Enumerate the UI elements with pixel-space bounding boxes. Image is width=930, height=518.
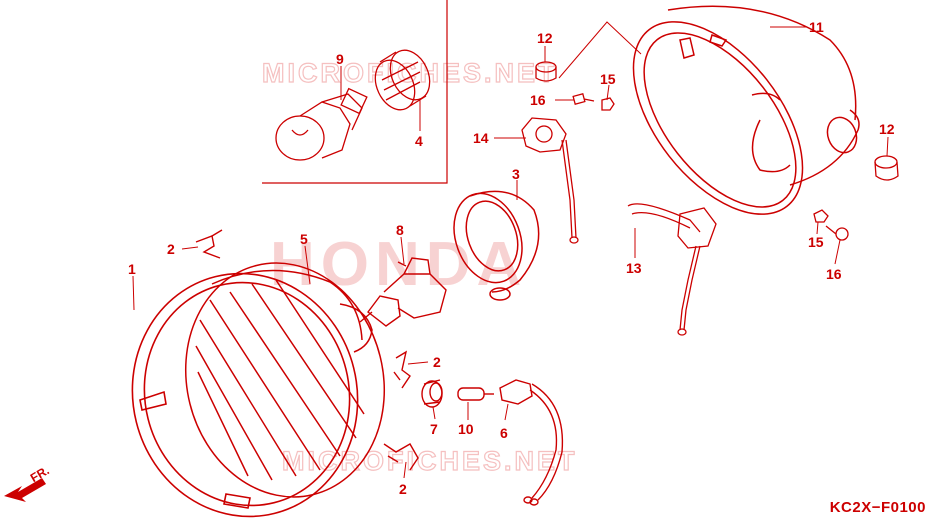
callout-14: 14 xyxy=(473,130,489,146)
callout-9: 9 xyxy=(336,51,344,67)
clip-part-2-upper xyxy=(195,229,223,259)
socket-part-4 xyxy=(374,49,431,111)
socket-wire-part-6 xyxy=(499,379,564,506)
headlight-bulb-part-8 xyxy=(359,257,447,327)
callout-2: 2 xyxy=(167,241,175,257)
clip-part-2-lower xyxy=(383,443,419,471)
front-direction-indicator: FR. xyxy=(4,463,52,502)
callout-1: 1 xyxy=(128,261,136,277)
leader-lines xyxy=(132,21,889,479)
inset-bracket xyxy=(262,0,448,184)
diagram-code: KC2X−F0100 xyxy=(829,499,926,516)
screw-part-16-right xyxy=(825,225,849,241)
front-direction-label: FR. xyxy=(28,463,52,485)
arrow-down-left-icon xyxy=(4,478,46,502)
headlight-case-part-11 xyxy=(632,5,860,215)
grommet-part-12-right xyxy=(874,155,899,181)
callout-12: 12 xyxy=(879,121,895,137)
callout-15: 15 xyxy=(600,71,616,87)
connector-part-13 xyxy=(627,203,717,336)
callout-3: 3 xyxy=(512,166,520,182)
watermark-site-bottom: MICROFICHES.NET xyxy=(282,446,578,476)
grommet-part-12-top xyxy=(535,61,557,82)
callout-5: 5 xyxy=(300,231,308,247)
callout-13: 13 xyxy=(626,260,642,276)
nut-part-15-right xyxy=(813,209,829,223)
watermark-brand: HONDA xyxy=(270,230,527,299)
callout-2: 2 xyxy=(433,354,441,370)
screw-part-16-top xyxy=(572,93,595,105)
callout-15: 15 xyxy=(808,234,824,250)
clip-part-2-middle xyxy=(393,350,411,389)
holder-part-14 xyxy=(521,117,579,244)
socket-part-7 xyxy=(421,379,443,408)
callout-16: 16 xyxy=(530,92,546,108)
callout-6: 6 xyxy=(500,425,508,441)
socket-cover-part-3 xyxy=(453,190,540,301)
nut-part-15-top xyxy=(601,97,615,111)
watermark-site-top: MICROFICHES.NET xyxy=(262,58,558,88)
small-bulb-part-10 xyxy=(457,387,494,401)
callout-11: 11 xyxy=(809,19,824,35)
callout-12: 12 xyxy=(537,30,553,46)
callout-8: 8 xyxy=(396,222,404,238)
callout-10: 10 xyxy=(458,421,474,437)
headlight-rim-part-1 xyxy=(131,272,359,518)
headlight-unit-part-5 xyxy=(184,262,386,498)
callouts: 9 4 12 15 16 14 11 12 3 2 5 8 1 13 15 16… xyxy=(128,19,895,497)
callout-4: 4 xyxy=(415,133,423,149)
callout-7: 7 xyxy=(430,421,438,437)
callout-2: 2 xyxy=(399,481,407,497)
bulb-part-9 xyxy=(275,87,368,161)
callout-16: 16 xyxy=(826,266,842,282)
